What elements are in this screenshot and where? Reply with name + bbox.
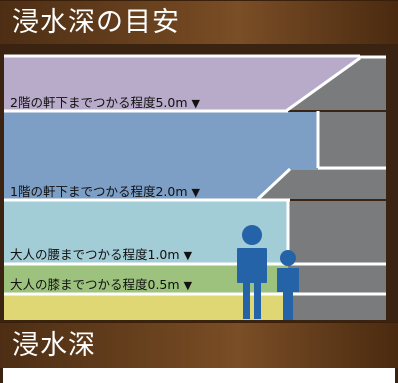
house-wall-upper (318, 112, 386, 167)
child-figure-icon (277, 250, 299, 320)
level-label-1m: 大人の腰までつかる程度1.0m▼ (10, 247, 193, 262)
page-title: 浸水深の目安 (12, 7, 180, 38)
level-label-2m: 1階の軒下までつかる程度2.0m▼ (10, 184, 200, 199)
down-arrow-icon: ▼ (183, 279, 193, 292)
level-label-05m: 大人の膝までつかる程度0.5m▼ (10, 277, 193, 292)
level-label-5m-text: 2階の軒下までつかる程度5.0m (10, 95, 188, 110)
level-label-05m-text: 大人の膝までつかる程度0.5m (10, 277, 180, 292)
section-title: 浸水深 (12, 330, 96, 361)
down-arrow-icon: ▼ (191, 97, 200, 110)
down-arrow-icon: ▼ (191, 186, 200, 199)
adult-figure-icon (237, 225, 267, 319)
flood-diagram (4, 54, 386, 320)
content-area-edge (0, 368, 398, 383)
down-arrow-icon: ▼ (183, 249, 193, 262)
header-bar: 浸水深の目安 (0, 0, 398, 46)
level-label-5m: 2階の軒下までつかる程度5.0m▼ (10, 95, 200, 110)
house-roof-upper (286, 58, 386, 110)
house-roof-lower (258, 170, 386, 199)
level-label-1m-text: 大人の腰までつかる程度1.0m (10, 247, 180, 262)
divider-lines (4, 54, 386, 296)
house-wall-lower (288, 201, 386, 320)
level-label-2m-text: 1階の軒下までつかる程度2.0m (10, 184, 188, 199)
diagram-panel: 2階の軒下までつかる程度5.0m▼ 1階の軒下までつかる程度2.0m▼ 大人の腰… (0, 44, 398, 322)
section-header-bar: 浸水深 (0, 322, 398, 370)
